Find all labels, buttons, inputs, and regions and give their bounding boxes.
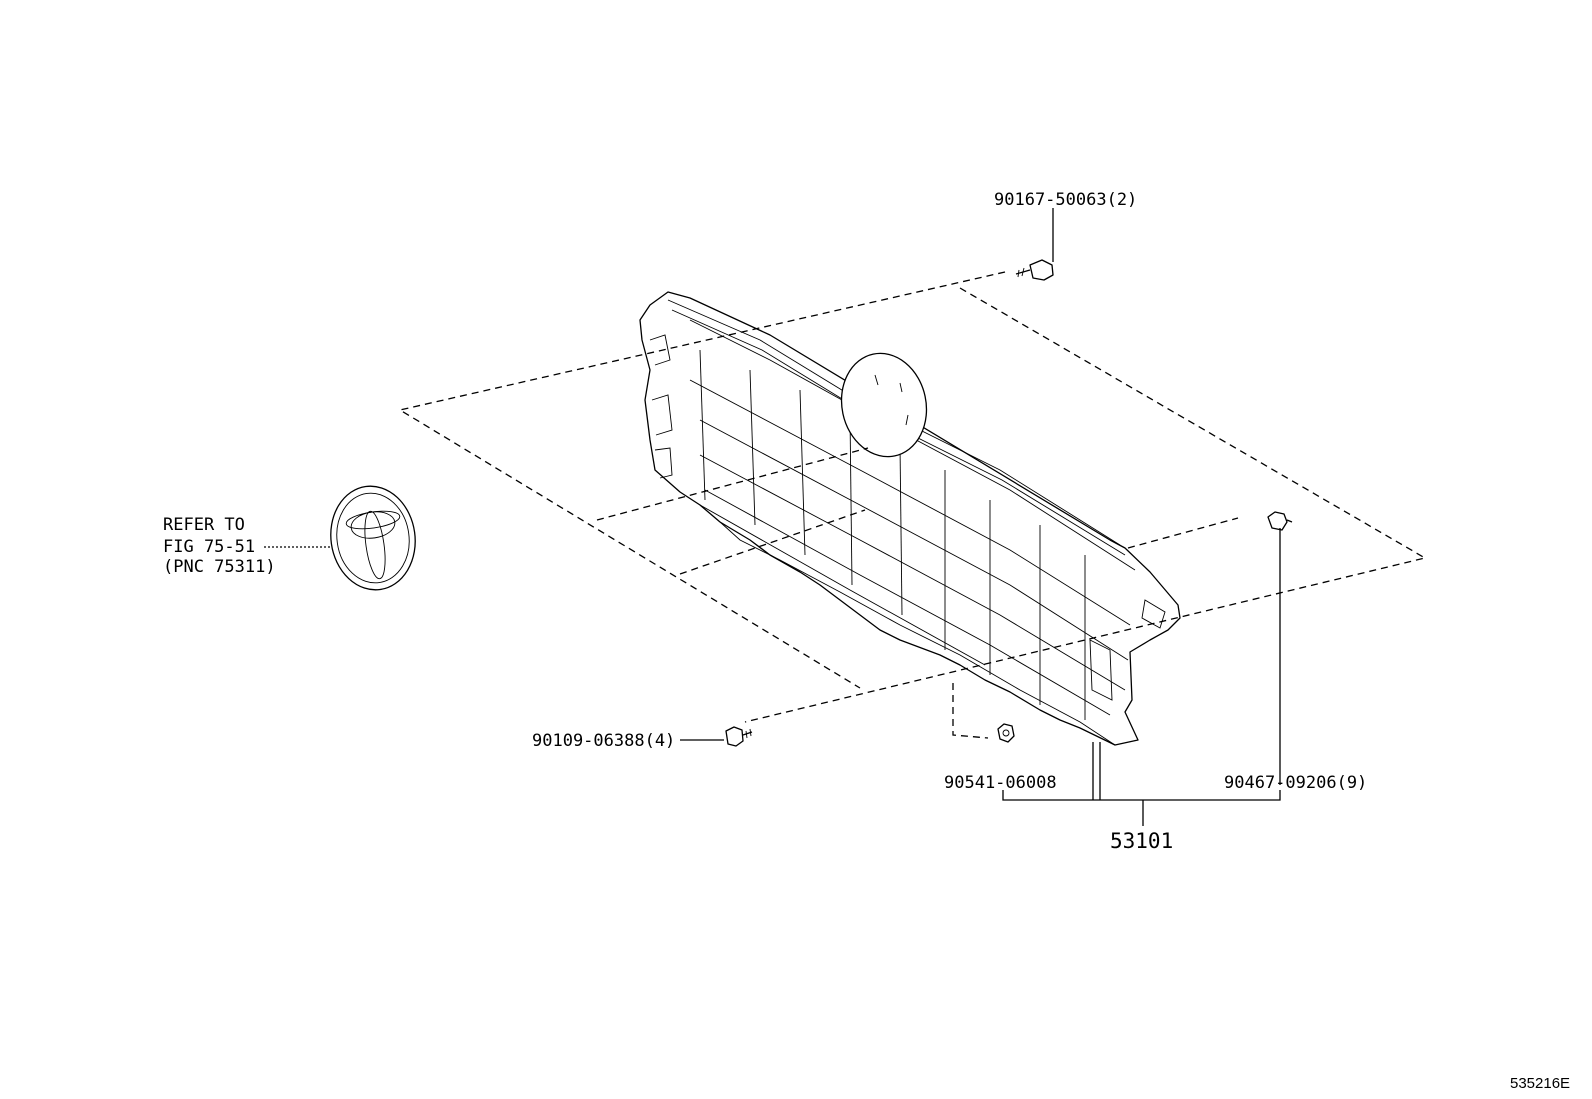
nut-part-label: 90541-06008 [944, 773, 1057, 793]
assembly-part-label: 53101 [1110, 829, 1173, 853]
assembly-plane-lines [398, 271, 1427, 739]
leader-lines [264, 208, 1281, 826]
reference-line-2: FIG 75-51 [163, 537, 255, 557]
reference-line-3: (PNC 75311) [163, 557, 276, 577]
nut-icon [997, 723, 1015, 743]
diagram-id: 535216E [1510, 1075, 1570, 1092]
screw-icon [1015, 259, 1054, 281]
radiator-grille [639, 291, 1181, 746]
bolt-icon [725, 726, 753, 747]
screw-part-label: 90167-50063(2) [994, 190, 1137, 210]
bolt-part-label: 90109-06388(4) [532, 731, 675, 751]
reference-line-1: REFER TO [163, 515, 245, 535]
toyota-emblem-icon [330, 485, 416, 591]
clip-icon [1267, 511, 1293, 531]
clip-part-label: 90467-09206(9) [1224, 773, 1367, 793]
